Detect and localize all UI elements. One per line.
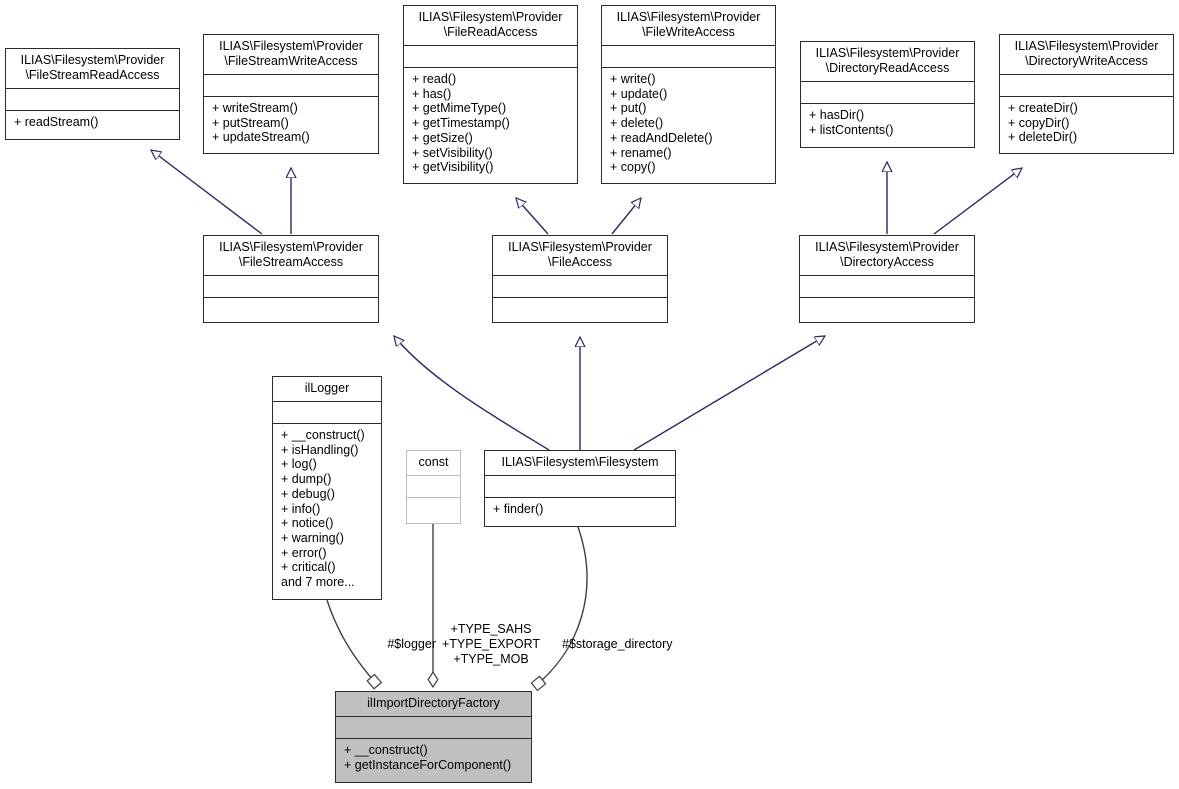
class-name: ILIAS\Filesystem\Provider \DirectoryRead…: [801, 42, 974, 82]
class-name: ILIAS\Filesystem\Provider \FileStreamWri…: [204, 35, 378, 75]
class-attributes: [204, 276, 378, 298]
class-name: ILIAS\Filesystem\Provider \DirectoryWrit…: [1000, 35, 1173, 75]
class-directory-read-access[interactable]: ILIAS\Filesystem\Provider \DirectoryRead…: [800, 41, 975, 148]
class-attributes: [801, 82, 974, 104]
inheritance-fileaccess-to-filereadaccess: [516, 198, 549, 235]
class-il-logger[interactable]: ilLogger + __construct() + isHandling() …: [272, 376, 382, 600]
class-name: ilImportDirectoryFactory: [336, 692, 531, 717]
class-name: ILIAS\Filesystem\Provider \FileWriteAcce…: [602, 6, 775, 46]
class-attributes: [204, 75, 378, 97]
class-file-stream-read-access[interactable]: ILIAS\Filesystem\Provider \FileStreamRea…: [5, 48, 180, 140]
class-name: ilLogger: [273, 377, 381, 402]
class-operations: + readStream(): [14, 115, 99, 129]
class-operations: + finder(): [493, 502, 544, 516]
class-operations: + hasDir() + listContents(): [809, 108, 894, 137]
class-operations: + __construct() + isHandling() + log() +…: [281, 428, 365, 590]
class-operations: [204, 298, 378, 322]
class-operations: + write() + update() + put() + delete() …: [610, 72, 713, 175]
class-name: ILIAS\Filesystem\Provider \FileReadAcces…: [404, 6, 577, 46]
class-attributes: [1000, 75, 1173, 97]
inheritance-filestreamaccess-to-filestreamreadaccess: [151, 150, 263, 235]
class-name: ILIAS\Filesystem\Provider \FileAccess: [493, 236, 667, 276]
class-name: const: [407, 451, 460, 476]
class-attributes: [6, 89, 179, 111]
class-name: ILIAS\Filesystem\Provider \FileStreamAcc…: [204, 236, 378, 276]
class-operations: [800, 298, 974, 322]
aggregation-factory-to-illogger: [326, 599, 383, 690]
class-attributes: [493, 276, 667, 298]
class-name: ILIAS\Filesystem\Provider \FileStreamRea…: [6, 49, 179, 89]
class-const[interactable]: const: [406, 450, 461, 524]
class-directory-access[interactable]: ILIAS\Filesystem\Provider \DirectoryAcce…: [799, 235, 975, 323]
inheritance-filesystem-to-filestreamaccess: [394, 336, 550, 451]
class-operations: [493, 298, 667, 322]
class-operations: + read() + has() + getMimeType() + getTi…: [412, 72, 510, 175]
class-attributes: [602, 46, 775, 68]
class-attributes: [336, 717, 531, 739]
class-attributes: [407, 476, 460, 498]
class-operations: + __construct() + getInstanceForComponen…: [344, 743, 512, 772]
inheritance-fileaccess-to-filewriteaccess: [611, 198, 641, 235]
edge-label-types: +TYPE_SAHS +TYPE_EXPORT +TYPE_MOB: [441, 622, 541, 666]
class-filesystem[interactable]: ILIAS\Filesystem\Filesystem + finder(): [484, 450, 676, 527]
class-operations: + writeStream() + putStream() + updateSt…: [212, 101, 310, 145]
class-attributes: [800, 276, 974, 298]
class-operations: + createDir() + copyDir() + deleteDir(): [1008, 101, 1078, 145]
class-file-access[interactable]: ILIAS\Filesystem\Provider \FileAccess: [492, 235, 668, 323]
class-name: ILIAS\Filesystem\Provider \DirectoryAcce…: [800, 236, 974, 276]
class-attributes: [404, 46, 577, 68]
class-file-write-access[interactable]: ILIAS\Filesystem\Provider \FileWriteAcce…: [601, 5, 776, 184]
class-file-stream-write-access[interactable]: ILIAS\Filesystem\Provider \FileStreamWri…: [203, 34, 379, 154]
class-il-import-directory-factory[interactable]: ilImportDirectoryFactory + __construct()…: [335, 691, 532, 783]
edge-label-storage-directory: #$storage_directory: [562, 637, 673, 651]
inheritance-directoryaccess-to-directorywriteaccess: [933, 168, 1022, 235]
class-file-read-access[interactable]: ILIAS\Filesystem\Provider \FileReadAcces…: [403, 5, 578, 184]
class-attributes: [273, 402, 381, 424]
class-name: ILIAS\Filesystem\Filesystem: [485, 451, 675, 476]
class-directory-write-access[interactable]: ILIAS\Filesystem\Provider \DirectoryWrit…: [999, 34, 1174, 154]
edge-label-logger: #$logger: [387, 637, 436, 651]
inheritance-filesystem-to-directoryaccess: [633, 336, 825, 451]
class-operations: [407, 498, 460, 523]
class-attributes: [485, 476, 675, 498]
class-file-stream-access[interactable]: ILIAS\Filesystem\Provider \FileStreamAcc…: [203, 235, 379, 323]
